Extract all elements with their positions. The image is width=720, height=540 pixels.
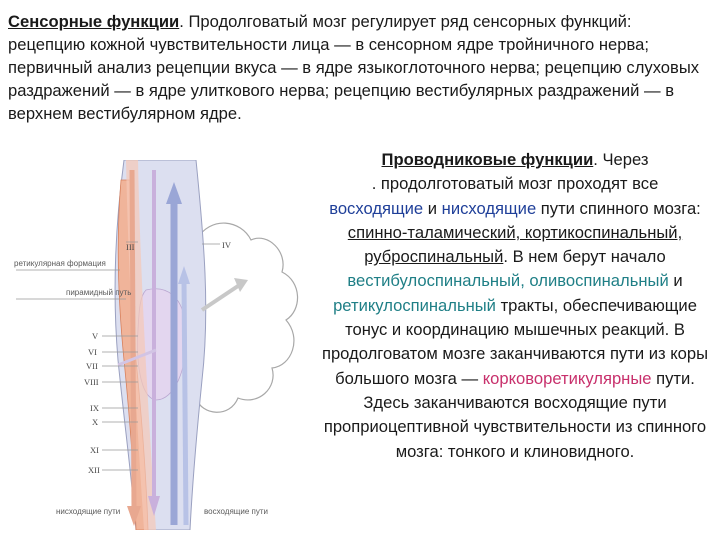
numeral-iii: III <box>126 242 135 252</box>
conductive-text-5: тракты, обеспечивающие тонус и координац… <box>321 295 709 388</box>
sensory-heading: Сенсорные функции <box>8 12 180 31</box>
conductive-and-2: и <box>668 271 683 291</box>
numeral-iv: IV <box>222 240 232 250</box>
descending-arrowhead-2 <box>148 496 160 516</box>
sensory-text: . Продолговатый мозг регулирует ряд сенс… <box>8 12 700 123</box>
numeral-vi: VI <box>88 347 97 357</box>
ascending-arrow-2 <box>181 279 189 526</box>
descending-arrow-1 <box>129 169 137 511</box>
label-descending-paths: нисходящие пути <box>56 507 120 516</box>
numeral-xii: XII <box>88 465 100 475</box>
conductive-and-1: и <box>423 198 442 218</box>
medulla-diagram: ретикулярная формация пирамидный путь ни… <box>14 160 299 530</box>
conductive-text-2: . продолготоватый мозг проходят все <box>371 174 659 194</box>
conductive-text-4: . В нем берут начало <box>503 247 666 267</box>
numeral-xi: XI <box>90 445 99 455</box>
sensory-paragraph: Сенсорные функции. Продолговатый мозг ре… <box>8 10 712 125</box>
conductive-paragraph: Проводниковые функции. Через . продолгото… <box>316 148 714 464</box>
corticoreticular-term: корковоретикулярные <box>482 368 652 388</box>
branch-arrow-right <box>200 284 240 312</box>
branch-arrow-left <box>117 348 157 367</box>
descending-arrowhead-1 <box>127 506 141 526</box>
numeral-viii: VIII <box>84 377 99 387</box>
numeral-vii: VII <box>86 361 98 371</box>
tracts-list: спинно-таламический, кортикоспинальный, … <box>347 222 683 267</box>
numeral-ix: IX <box>90 403 99 413</box>
ascending-arrowhead-1 <box>166 182 182 204</box>
label-reticular-formation: ретикулярная формация <box>14 259 106 268</box>
label-pyramidal-tract: пирамидный путь <box>66 288 131 297</box>
numeral-x: X <box>92 417 98 427</box>
conductive-heading: Проводниковые функции <box>381 150 594 169</box>
branch-arrowhead-right <box>234 278 248 292</box>
ascending-term: восходящие <box>329 198 424 218</box>
conductive-text-6: пути. Здесь заканчиваются восходящие пут… <box>323 368 707 461</box>
label-ascending-paths: восходящие пути <box>204 507 268 516</box>
conductive-text-1: . Через <box>593 150 649 169</box>
reticulospinal-term: ретикулоспинальный <box>333 295 496 315</box>
numeral-v: V <box>92 331 99 341</box>
conductive-text-3: пути спинного мозга: <box>536 198 701 218</box>
vestibulo-oliv-term: вестибулоспинальный, оливоспинальный <box>347 271 669 291</box>
descending-term: нисходящие <box>441 198 537 218</box>
ascending-arrowhead-2 <box>178 266 190 284</box>
